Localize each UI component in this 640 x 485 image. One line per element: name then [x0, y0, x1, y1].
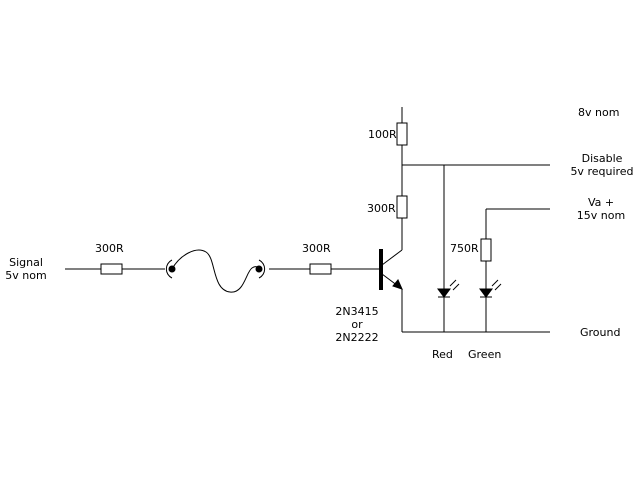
flying-lead [172, 250, 259, 292]
collector-resistor-label: 300R [367, 202, 396, 215]
input-resistor [101, 264, 122, 274]
green-led-label: Green [468, 348, 502, 361]
transistor-label-line1: 2N3415 [335, 305, 379, 318]
base-resistor-label: 300R [302, 242, 331, 255]
va-label-line1: Va + [587, 196, 615, 209]
transistor-label-line3: 2N2222 [335, 331, 379, 344]
transistor-collector [382, 250, 402, 265]
transistor-label-line2: or [351, 318, 363, 331]
red-led-ray-1 [450, 280, 456, 286]
emitter-arrow [393, 280, 402, 289]
right-connector-arc [259, 260, 265, 278]
va-label: Va + 15v nom [566, 196, 636, 222]
ground-label: Ground [580, 326, 621, 339]
signal-label-line2: 5v nom [5, 269, 47, 282]
input-resistor-label: 300R [95, 242, 124, 255]
red-led-label: Red [432, 348, 453, 361]
disable-label-line2: 5v required [570, 165, 634, 178]
right-connector-dot [255, 265, 263, 273]
collector-resistor [397, 196, 407, 218]
base-resistor [310, 264, 331, 274]
va-label-line2: 15v nom [576, 209, 626, 222]
red-led-ray-2 [453, 284, 459, 290]
red-led-body [438, 289, 450, 297]
green-led-body [480, 289, 492, 297]
signal-label-line1: Signal [9, 256, 43, 269]
disable-label: Disable 5v required [562, 152, 640, 178]
top-resistor [397, 123, 407, 145]
green-resistor [481, 239, 491, 261]
transistor-label: 2N3415 or 2N2222 [332, 305, 382, 344]
green-led-ray-1 [492, 280, 498, 286]
left-connector-arc [166, 260, 172, 278]
green-led-ray-2 [495, 284, 501, 290]
supply-label: 8v nom [578, 106, 620, 119]
top-resistor-label: 100R [368, 128, 397, 141]
disable-label-line1: Disable [581, 152, 623, 165]
green-resistor-label: 750R [450, 242, 479, 255]
signal-label: Signal 5v nom [4, 256, 48, 282]
